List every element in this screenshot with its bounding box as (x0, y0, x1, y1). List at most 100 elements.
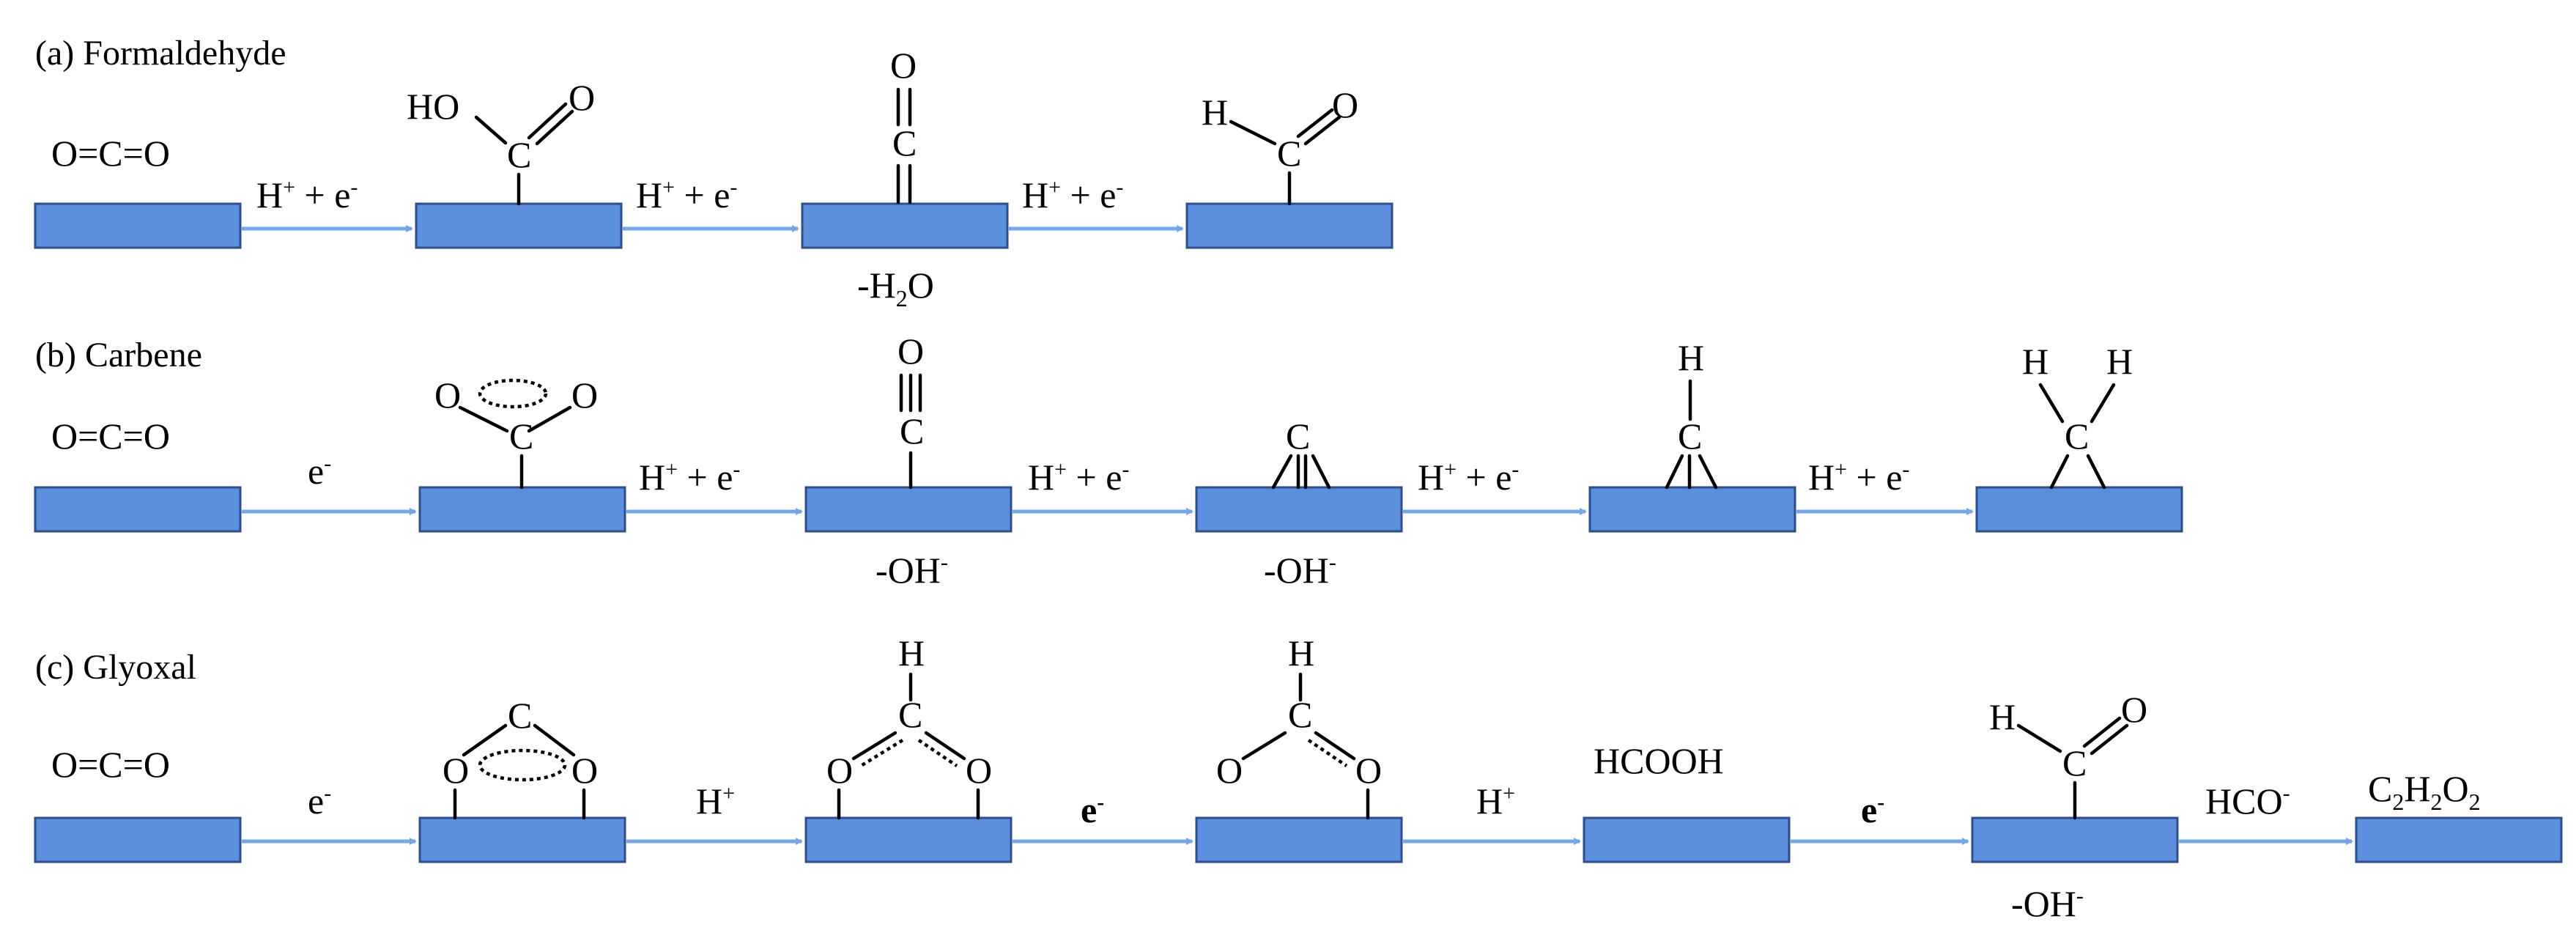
single-bond (462, 723, 508, 757)
oxygen-atom: O (1216, 750, 1243, 791)
step-label-h-plus-e: H+ + e- (639, 457, 740, 498)
step-label-e: e- (308, 781, 331, 822)
carbon-atom: C (892, 122, 917, 163)
panel-a-title: (a) Formaldehyde (35, 34, 286, 73)
cho-intermediate: H C O (1202, 84, 1358, 206)
surface-bond (1698, 454, 1718, 490)
oxygen-atom: O (890, 45, 917, 86)
surface-bond (1271, 454, 1293, 490)
reactant-co2: O=C=O (51, 416, 170, 457)
single-bond (533, 723, 576, 757)
oxygen-atom: O (826, 750, 853, 791)
hydrogen-atom: H (1989, 696, 2016, 737)
oxygen-atom: O (1355, 750, 1382, 791)
double-bond (535, 109, 574, 146)
panel-b-title: (b) Carbene (35, 336, 202, 374)
oxygen-atom: O (571, 750, 598, 791)
hydrogen-atom: H (2022, 341, 2048, 382)
single-bond (2016, 723, 2062, 753)
carbon-atom: C (2065, 416, 2089, 457)
step-label-h-plus-e: H+ + e- (1022, 174, 1123, 215)
single-bond (458, 405, 509, 433)
surface-bond (1665, 454, 1684, 490)
surface-bond (2086, 454, 2106, 490)
step-label-h-plus-e: H+ + e- (1808, 457, 1909, 498)
step-label-h-plus-e: H+ + e- (256, 174, 358, 215)
catalyst-slab (415, 202, 623, 249)
panel-c-glyoxal: (c) Glyoxal e- H+ e- H+ e- HCO- O=C=O C … (34, 632, 2563, 924)
surface-bond (2049, 454, 2070, 490)
hydrogen-atom: H (1678, 337, 1704, 378)
partial-bond (859, 739, 904, 767)
panel-a-formaldehyde: (a) Formaldehyde H+ + e- H+ + e- H+ + e-… (34, 34, 1394, 311)
step-label-hco-minus: HCO- (2205, 781, 2290, 822)
double-bond (2082, 716, 2122, 748)
carbon-atom: C (1277, 133, 1301, 174)
bidentate-co2-intermediate: C O O (443, 695, 598, 820)
single-bond (1229, 119, 1277, 146)
catalyst-slab (1195, 486, 1403, 533)
catalyst-slab (1195, 816, 1403, 863)
single-bond (527, 405, 572, 433)
hydroxyl-label: HO (407, 86, 459, 127)
delocalized-ring (478, 378, 548, 409)
double-bond (1303, 115, 1341, 146)
oxygen-atom: O (897, 331, 924, 372)
monodentate-formate-intermediate: H C O O (1216, 632, 1382, 820)
step-label-h-plus: H+ (696, 781, 735, 822)
catalyst-slab (34, 816, 242, 863)
partial-bond (917, 739, 958, 767)
catalyst-slab (34, 202, 242, 249)
oxygen-atom: O (443, 750, 469, 791)
double-bond (527, 102, 568, 140)
carbon-atom: C (509, 416, 533, 457)
byproduct-water: -H2O (857, 265, 934, 311)
single-bond (474, 115, 508, 145)
cho-intermediate: H C O (1989, 689, 2147, 820)
catalyst-slab (418, 816, 626, 863)
byproduct-hydroxide: -OH- (2011, 883, 2084, 924)
catalyst-slab (1583, 816, 1791, 863)
single-bond (924, 731, 966, 761)
hydrogen-atom: H (2106, 341, 2133, 382)
formic-acid-label: HCOOH (1594, 740, 1724, 781)
catalyst-slab (2355, 816, 2563, 863)
catalyst-slab (1185, 202, 1394, 249)
hydrogen-atom: H (1288, 632, 1314, 674)
ch2-intermediate: H H C (2022, 341, 2133, 490)
step-label-e: e- (1861, 789, 1884, 830)
bent-co2-intermediate: O O C (434, 374, 598, 490)
step-label-h-plus-e: H+ + e- (1418, 457, 1519, 498)
step-label-e: e- (308, 451, 331, 492)
carbon-atom: C (508, 695, 532, 736)
oxygen-atom: O (571, 374, 598, 416)
carbide-intermediate: C (1271, 416, 1331, 490)
catalyst-slab (1971, 816, 2179, 863)
delocalized-ring (478, 748, 567, 782)
surface-bond (1311, 454, 1331, 490)
single-bond (1314, 731, 1356, 761)
double-bond (1296, 108, 1334, 139)
co-intermediate: O C (890, 45, 917, 204)
byproduct-hydroxide: -OH- (1264, 550, 1336, 591)
cooh-intermediate: HO C O (407, 77, 595, 206)
step-label-h-plus: H+ (1476, 781, 1515, 822)
reactant-co2: O=C=O (51, 744, 170, 785)
oxygen-atom: O (2121, 689, 2147, 730)
carbon-atom: C (900, 410, 924, 451)
reactant-co2: O=C=O (51, 133, 170, 174)
panel-b-carbene: (b) Carbene e- H+ + e- H+ + e- H+ + e- H… (34, 331, 2183, 591)
single-bond (851, 731, 897, 761)
hydrogen-atom: H (1202, 92, 1228, 133)
step-label-e: e- (1081, 789, 1104, 830)
carbon-atom: C (507, 134, 531, 175)
carbon-atom: C (2062, 742, 2087, 783)
single-bond (1241, 731, 1287, 761)
catalyst-slab (804, 816, 1013, 863)
step-label-h-plus-e: H+ + e- (636, 174, 737, 215)
carbon-atom: C (1286, 416, 1310, 457)
catalyst-slab (34, 486, 242, 533)
partial-bond (1307, 739, 1348, 767)
ch-intermediate: H C (1665, 337, 1718, 490)
catalyst-slab (1975, 486, 2183, 533)
